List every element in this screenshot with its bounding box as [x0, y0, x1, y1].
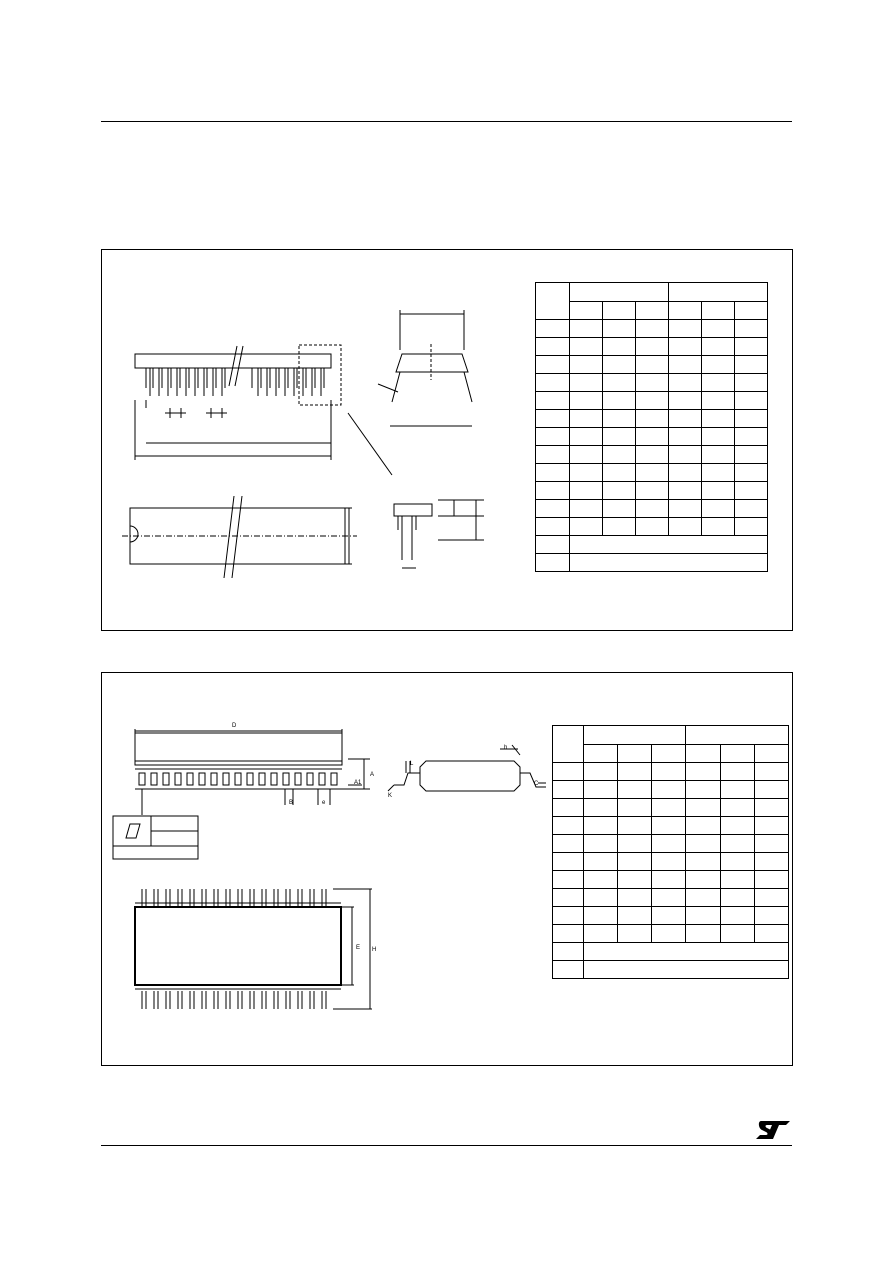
so-dim-h — [500, 744, 521, 756]
label-b: B — [289, 800, 293, 806]
header-rule — [101, 121, 792, 122]
so-package-drawing: D A A1 B e L C K h E H — [112, 723, 546, 1010]
dip-dim-e — [399, 310, 465, 350]
so-dim-k — [387, 784, 395, 792]
so-side-body — [134, 732, 343, 766]
so-dim-d — [134, 729, 343, 733]
dip-package-drawing — [122, 310, 484, 579]
package-panel-so: D A A1 B e L C K h E H — [101, 672, 793, 1066]
so-end-lead-left — [394, 772, 420, 786]
dip-dimension-table — [535, 282, 768, 572]
dip-side-break — [228, 345, 244, 387]
label-h: H — [372, 947, 376, 953]
so-dim-e-body — [341, 906, 354, 986]
label-h-chamfer: h — [504, 745, 507, 751]
so-end-body — [419, 760, 521, 792]
dip-dim-e1 — [345, 507, 352, 565]
dip-detail-leader — [347, 412, 393, 476]
package-panel-dip — [101, 249, 793, 631]
so-top-body — [134, 906, 342, 986]
so-side-leads — [138, 772, 338, 786]
flatness-icon — [125, 823, 141, 839]
label-d: D — [232, 723, 237, 729]
label-e-pitch: e — [322, 800, 326, 806]
label-a1: A1 — [354, 780, 362, 786]
label-a: A — [370, 772, 374, 778]
so-dim-b — [284, 789, 294, 805]
so-dimension-table — [552, 725, 790, 979]
dip-side-leads — [145, 368, 325, 396]
st-logo-icon — [756, 1121, 790, 1139]
so-dim-e-pitch — [317, 789, 331, 805]
label-e: E — [356, 945, 360, 951]
label-c: C — [534, 781, 539, 787]
dip-notch — [129, 525, 139, 543]
dip-top-break — [223, 495, 243, 579]
so-dim-a — [348, 758, 370, 790]
dip-lead-detail-lead — [397, 516, 417, 560]
dip-end-body — [395, 353, 469, 373]
dip-lead-detail-body — [393, 503, 433, 517]
label-l: L — [410, 761, 414, 767]
label-k: K — [388, 793, 392, 799]
footer-rule — [101, 1145, 792, 1146]
dip-lead-dims — [453, 500, 477, 540]
dip-end-leads — [391, 371, 473, 403]
so-end-lead-right — [520, 772, 546, 788]
dip-detail-box — [298, 344, 342, 406]
so-dim-h-overall — [333, 888, 372, 1010]
so-top-leads-lower — [141, 991, 327, 1009]
so-top-leads-upper — [141, 889, 327, 907]
dip-end-leader — [377, 383, 399, 393]
